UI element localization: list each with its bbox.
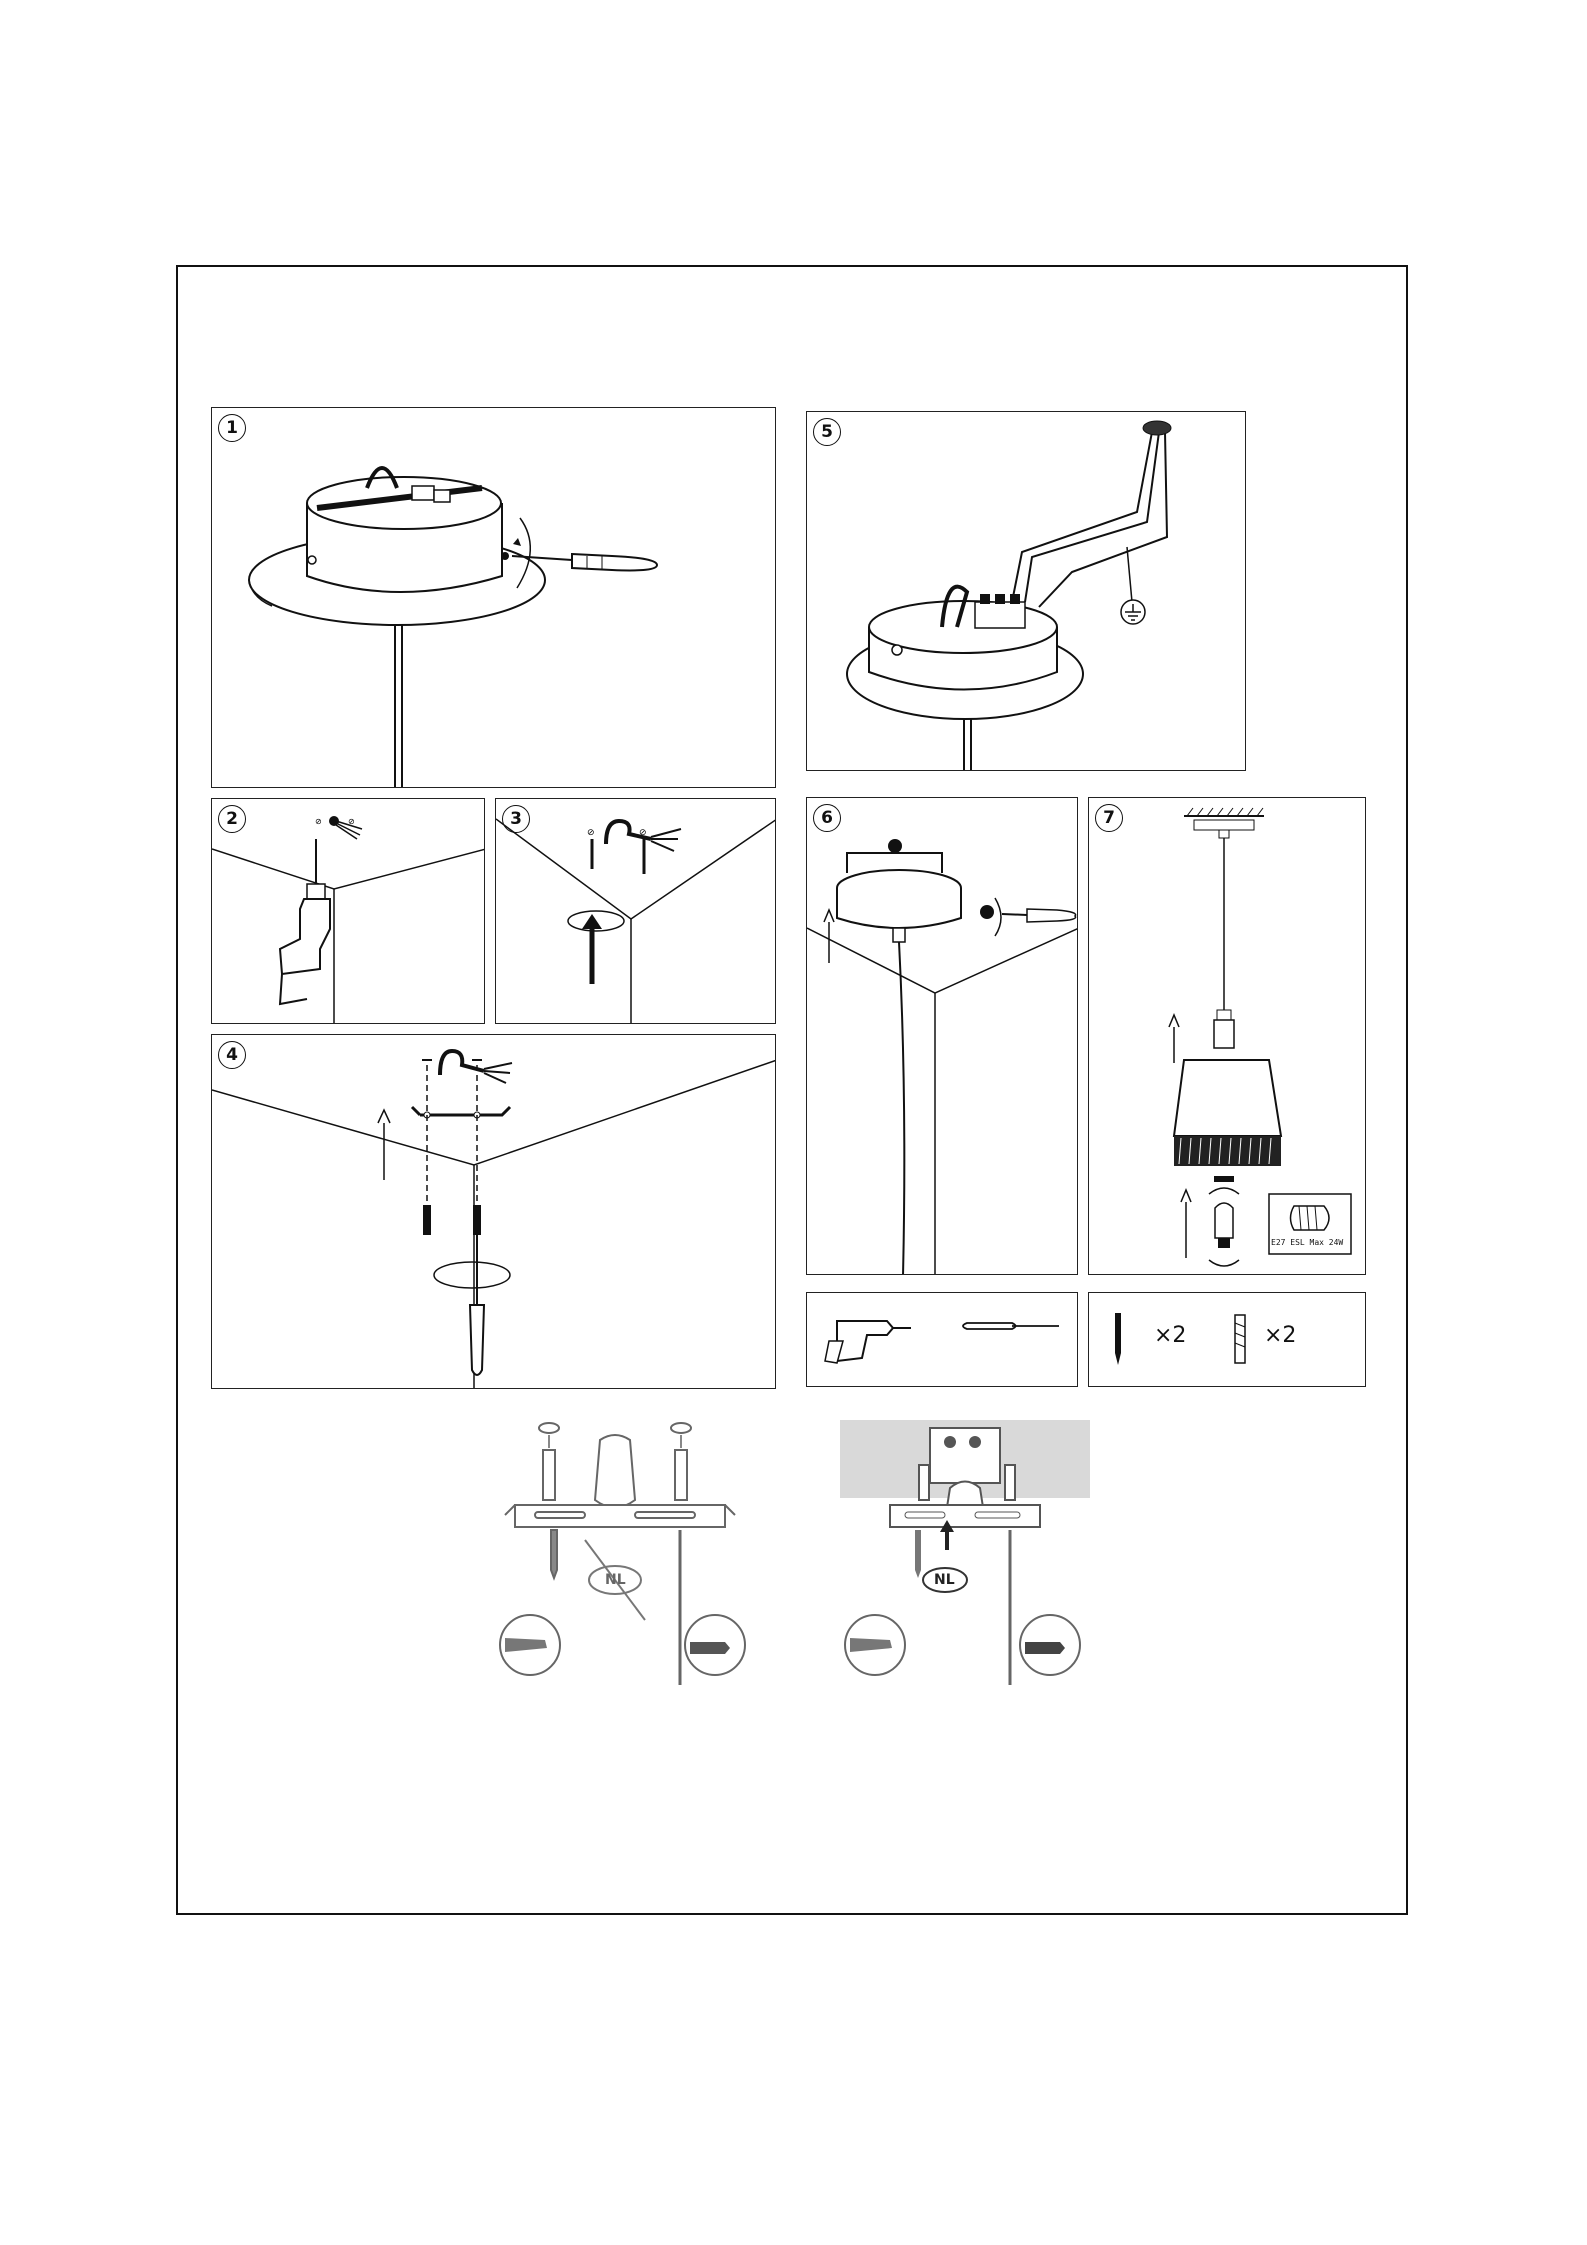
bottom-left-bracket-figure: NL	[485, 1420, 770, 1685]
step-4-illustration	[212, 1035, 776, 1389]
step-7-panel: 7	[1088, 797, 1366, 1275]
drill-icon	[825, 1321, 911, 1363]
step-3-illustration: ⊘ ⊘	[496, 799, 776, 1024]
svg-text:⊘: ⊘	[587, 828, 595, 838]
step-6-illustration	[807, 798, 1078, 1275]
right-nl-badge: NL	[934, 1572, 955, 1588]
left-nl-badge: NL	[605, 1572, 626, 1588]
step-7-illustration	[1089, 798, 1366, 1275]
screw-icon	[1115, 1313, 1121, 1365]
screwdriver-icon	[963, 1323, 1059, 1329]
step-6-panel: 6	[806, 797, 1078, 1275]
bottom-right-bracket-figure: NL	[835, 1420, 1095, 1685]
step-4-panel: 4	[211, 1034, 776, 1389]
step-1-illustration	[212, 408, 776, 788]
parts-panel: ×2 ×2	[1088, 1292, 1366, 1387]
svg-text:⊘: ⊘	[348, 817, 355, 826]
tools-panel	[806, 1292, 1078, 1387]
step-5-panel: 5	[806, 411, 1246, 771]
screw-quantity: ×2	[1154, 1323, 1186, 1348]
anchor-quantity: ×2	[1264, 1323, 1296, 1348]
step-2-panel: 2 ⊘ ⊘	[211, 798, 485, 1024]
step-5-illustration	[807, 412, 1246, 771]
step-2-illustration: ⊘ ⊘	[212, 799, 485, 1024]
parts-illustration	[1089, 1293, 1366, 1387]
step-3-panel: 3 ⊘ ⊘	[495, 798, 776, 1024]
svg-text:⊘: ⊘	[315, 817, 322, 826]
step-1-panel: 1	[211, 407, 776, 788]
wall-anchor-icon	[1235, 1315, 1245, 1363]
bulb-spec-label: E27 ESL Max 24W	[1271, 1238, 1343, 1247]
